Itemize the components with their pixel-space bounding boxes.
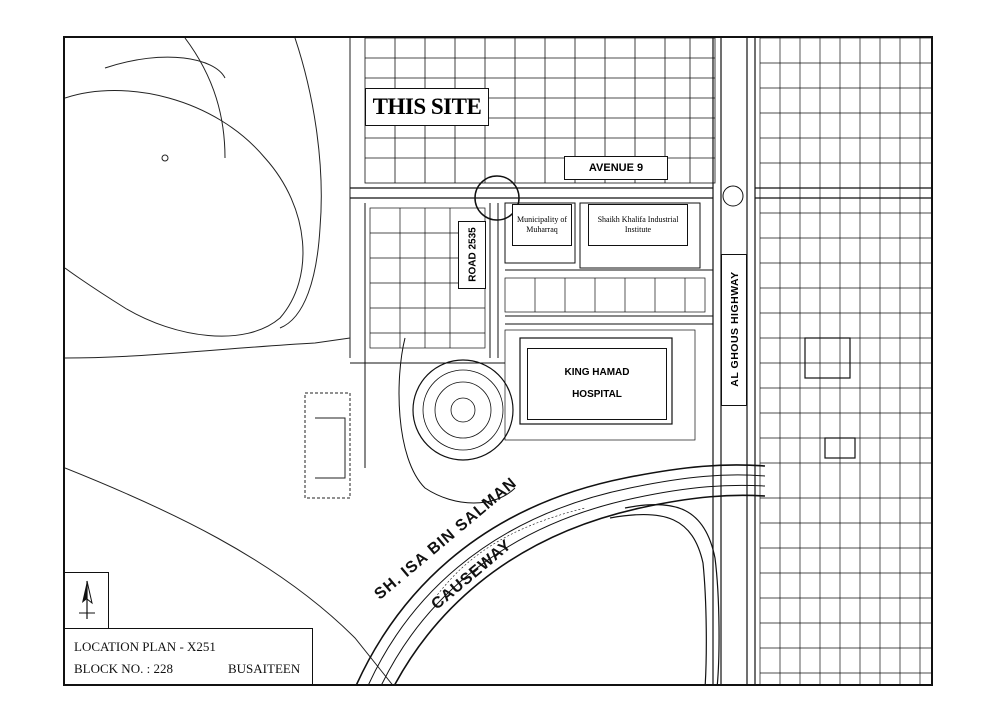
this-site-label: THIS SITE [365, 88, 489, 126]
road-2535-label: ROAD 2535 [458, 221, 486, 289]
al-ghous-highway-text: AL GHOUS HIGHWAY [729, 271, 741, 387]
map-drawing [65, 38, 931, 684]
north-arrow-icon [79, 580, 95, 619]
roundabout [722, 185, 744, 207]
avenue-9-label: AVENUE 9 [564, 156, 668, 180]
loop-road [609, 503, 720, 684]
hospital-footprint [519, 337, 673, 425]
al-ghous-highway-label: AL GHOUS HIGHWAY [721, 254, 747, 406]
avenue-9-road [350, 187, 931, 199]
hospital-label-line1: KING HAMAD [564, 367, 630, 378]
reclaimed-land-contours [65, 38, 393, 684]
hospital-label-line2: HOSPITAL [572, 389, 622, 400]
north-arrow-panel [65, 572, 109, 628]
circular-complex [398, 337, 516, 504]
area-name: BUSAITEEN [228, 661, 301, 676]
urban-blocks-east [759, 38, 931, 684]
block-number: BLOCK NO. : 228 [74, 661, 173, 676]
road-2535 [364, 203, 499, 468]
urban-fill-east [804, 337, 856, 459]
industrial-institute-label: Shaikh Khalifa Industrial Institute [588, 204, 688, 246]
road-2535-text: ROAD 2535 [467, 227, 479, 282]
site-marker-circle [474, 175, 520, 221]
municipality-label: Municipality of Muharraq [512, 204, 572, 246]
title-block: LOCATION PLAN - X251 BLOCK NO. : 228 BUS… [65, 628, 313, 684]
king-hamad-hospital-label: KING HAMAD HOSPITAL [527, 348, 667, 420]
location-plan-map: THIS SITE AVENUE 9 Municipality of Muhar… [63, 36, 933, 686]
location-plan-title: LOCATION PLAN - X251 [74, 639, 216, 654]
lots-center [504, 277, 706, 313]
